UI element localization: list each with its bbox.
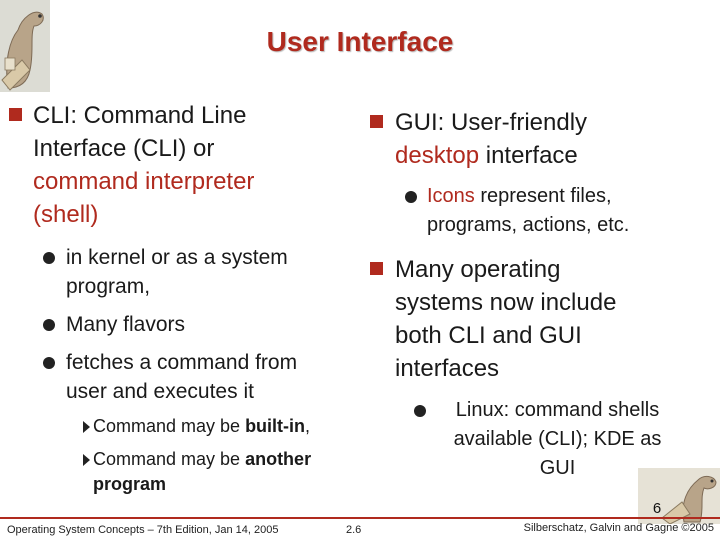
linux-bullet: Linux: command shells available (CLI); K… <box>453 399 662 479</box>
slide-title: User Interface <box>266 26 454 57</box>
footer-left: Operating System Concepts – 7th Edition,… <box>7 524 279 536</box>
page-number: 6 <box>652 500 662 517</box>
bullet-kernel: in kernel or as a system program, <box>66 246 288 298</box>
footer-right: Silberschatz, Galvin and Gagne ©2005 <box>523 522 714 534</box>
gui-icons-bullet: Icons represent files, programs, actions… <box>427 185 630 236</box>
bullet-flavors: Many flavors <box>66 313 186 336</box>
dot-bullet-icon <box>43 252 55 264</box>
arrow-bullet-icon <box>83 421 90 433</box>
square-bullet-icon <box>9 108 22 121</box>
footer-center: 2.6 <box>346 524 362 536</box>
arrow-bullet-icon <box>83 454 90 466</box>
footer-divider <box>0 517 720 519</box>
gui-heading: GUI: User-friendly desktop interface <box>395 109 588 169</box>
cli-heading: CLI: Command Line Interface (CLI) or com… <box>33 102 255 228</box>
bullet-fetches: fetches a command from user and executes… <box>66 351 298 403</box>
dot-bullet-icon <box>43 319 55 331</box>
many-os-heading: Many operating systems now include both … <box>395 256 617 382</box>
dot-bullet-icon <box>414 405 426 417</box>
dot-bullet-icon <box>43 357 55 369</box>
dot-bullet-icon <box>405 191 417 203</box>
square-bullet-icon <box>370 115 383 128</box>
square-bullet-icon <box>370 262 383 275</box>
dinosaur-book-icon <box>0 0 50 92</box>
sub-another-program: Command may be another program <box>93 449 312 494</box>
sub-builtin: Command may be built-in, <box>93 416 311 436</box>
